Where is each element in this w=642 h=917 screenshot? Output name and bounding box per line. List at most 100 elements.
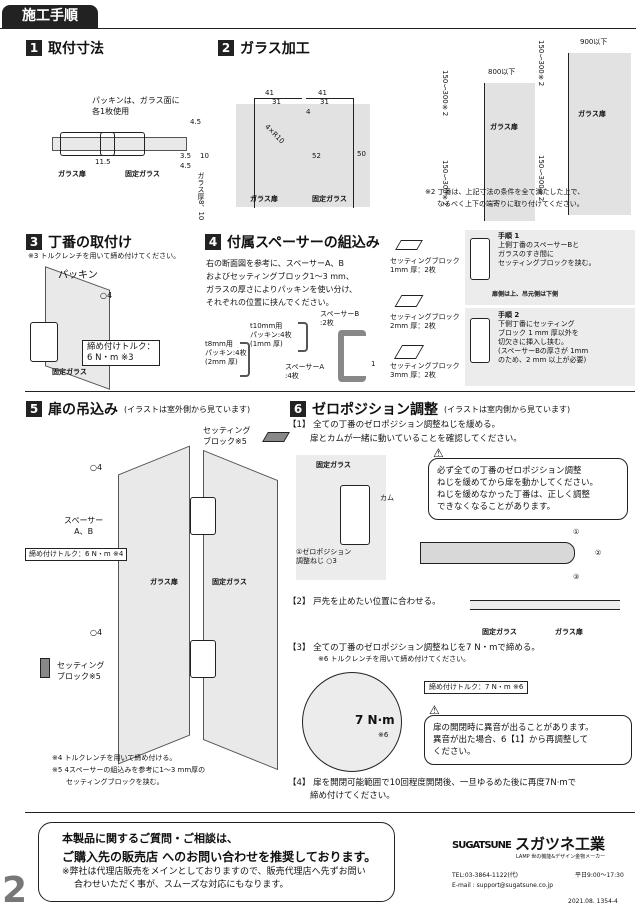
- width-800: 800以下: [488, 68, 516, 76]
- contact-note: ※弊社は代理店販売をメインとしておりますので、販売代理店へ先ずお問い合わせいただ…: [62, 867, 366, 890]
- gap-bottom-800: 150～300※2: [441, 160, 449, 207]
- fixed-glass-label: 固定ガラス: [316, 461, 351, 469]
- hours: 平日9:00～17:30: [575, 872, 624, 879]
- dim-41a: 41: [265, 89, 274, 97]
- dim-1: 1: [371, 360, 376, 368]
- fixed-cutout: [306, 98, 354, 208]
- mark-3: ③: [573, 573, 580, 581]
- gap-top-800: 150～300※2: [441, 70, 449, 117]
- dim-4: 4: [306, 108, 311, 116]
- setting-block-icon: [262, 432, 290, 442]
- hinge-section: [60, 132, 115, 156]
- packing-label: パッキン: [58, 270, 98, 281]
- step-6-3: 【3】 全ての丁番のゼロポジション調整ねじを7 N・mで締める。※6 トルクレン…: [288, 643, 540, 663]
- setting-block-bottom-label: セッティングブロック※5: [57, 661, 105, 681]
- glass-door-label: ガラス扉: [150, 578, 178, 586]
- hinge-section: [100, 132, 145, 156]
- fixed-glass-label: 固定ガラス: [52, 368, 87, 376]
- hinge-bottom: [190, 640, 216, 678]
- t8-packing-part: [240, 342, 250, 377]
- door-800: [484, 83, 535, 221]
- step-6-4: 【4】 扉を開閉可能範囲で10回程度開閉後、一旦ゆるめた後に再度7N·mで締め付…: [288, 778, 577, 801]
- torque-box: 締め付けトルク：6 N・m ※4: [25, 548, 128, 561]
- dim-4-5: 4.5: [190, 118, 202, 126]
- step-6-2: 【2】 戸先を止めたい位置に合わせる。: [288, 597, 441, 607]
- torque-box: 締め付けトルク：6 N・m ※3: [82, 340, 161, 366]
- fixed-glass-label: 固定ガラス: [482, 628, 517, 636]
- dim-50: 50: [357, 150, 366, 158]
- t10-packing-part: [298, 322, 308, 352]
- mark-1: ①: [573, 528, 580, 536]
- label-fixed-glass: 固定ガラス: [312, 195, 347, 203]
- section-number: 1: [26, 40, 42, 56]
- footer-rule: [25, 812, 635, 813]
- tagline: LAMP 世の機能&デザイン金物メーカー: [516, 854, 606, 860]
- spacer-b-part: [338, 330, 366, 382]
- step-6-1: 【1】 全ての丁番のゼロポジション調整ねじを緩める。扉とカムが一緒に動いているこ…: [288, 420, 522, 444]
- width-900: 900以下: [580, 38, 608, 46]
- dim-52: 52: [312, 152, 321, 160]
- wrench-closeup: [302, 672, 402, 772]
- note-3: ※3 トルクレンチを用いて締め付けてください。: [28, 252, 181, 260]
- torque-big-label: 7 N·m: [355, 713, 395, 727]
- step-1-note: 扉側は上、吊元側は下側: [492, 291, 559, 298]
- step-panel-1: [465, 230, 635, 305]
- door-cutout: [254, 98, 302, 208]
- dim-11-5: 11.5: [95, 158, 111, 166]
- t8-packing-label: t8mm用パッキン:4枚(2mm 厚): [205, 340, 247, 366]
- dim-10: 10: [200, 152, 209, 160]
- setting-block-2mm-icon: [394, 295, 424, 307]
- warning-bubble-2: ⚠扉の開閉時に異音が出ることがあります。異音が出た場合、6【1】から再調整してく…: [424, 704, 632, 765]
- hex-top: ○4: [90, 463, 103, 472]
- zero-screw-label: ①ゼロポジション調整ねじ ○3: [296, 548, 352, 565]
- glass-section-diagram: [52, 137, 187, 151]
- email: E-mail : support@sugatsune.co.jp: [452, 882, 554, 889]
- dim-31b: 31: [320, 98, 329, 106]
- gap-bottom-900: 150～300※2: [537, 155, 545, 202]
- note-6-mark: ※6: [378, 731, 389, 739]
- hex-size: ○4: [100, 291, 113, 300]
- hinge-top: [190, 497, 216, 535]
- contact-line-2: ご購入先の販売店 へのお問い合わせを推奨しております。: [62, 850, 377, 864]
- dim-31a: 31: [272, 98, 281, 106]
- label-glass-door: ガラス扉: [578, 110, 606, 118]
- section-1-heading: 1 取付寸法: [26, 38, 104, 58]
- dim-3-5: 3.5: [180, 152, 192, 160]
- step-panel-2: [465, 308, 635, 386]
- fixed-glass-label: 固定ガラス: [212, 578, 247, 586]
- hinge-section-2: [470, 318, 490, 363]
- logo-sugatsune: SUGATSUNE: [452, 840, 512, 851]
- document-code: 2021.08. 1354-4: [568, 898, 618, 905]
- hinge-closeup: [340, 485, 370, 545]
- t10-packing-label: t10mm用パッキン:4枚(1mm 厚): [250, 322, 292, 348]
- tel: TEL:03-3864-1122(代): [452, 872, 519, 879]
- logo-sugatsune-jp: スガツネ工業: [515, 835, 606, 853]
- spacer-a-label: スペーサーA:4枚: [285, 363, 325, 380]
- dim-4-5b: 4.5: [180, 162, 192, 170]
- label-glass-door: ガラス扉: [58, 170, 86, 178]
- hinge-top-view: [420, 542, 575, 564]
- setting-block-3mm-icon: [393, 345, 425, 359]
- warning-icon: ⚠: [433, 446, 444, 460]
- glass-thickness: ガラス厚8、10: [197, 172, 205, 221]
- packing-note: パッキンは、ガラス面に各1枚使用: [92, 96, 180, 116]
- door-900: [568, 53, 631, 215]
- spacer-b-label: スペーサーB:2枚: [320, 310, 360, 327]
- section-divider: [25, 391, 635, 392]
- mark-2: ②: [595, 549, 602, 557]
- page-header-tab: 施工手順: [2, 5, 98, 28]
- door-position-diagram: [470, 600, 620, 610]
- page-number: 2: [2, 870, 28, 911]
- note-2: ※2 丁番は、上記寸法の条件を全て満たした上で、なるべく上下の端寄りに取り付けて…: [425, 188, 585, 208]
- label-glass-door: ガラス扉: [490, 123, 518, 131]
- setting-block-top-label: セッティングブロック※5: [203, 426, 251, 446]
- section-title: 取付寸法: [48, 41, 104, 57]
